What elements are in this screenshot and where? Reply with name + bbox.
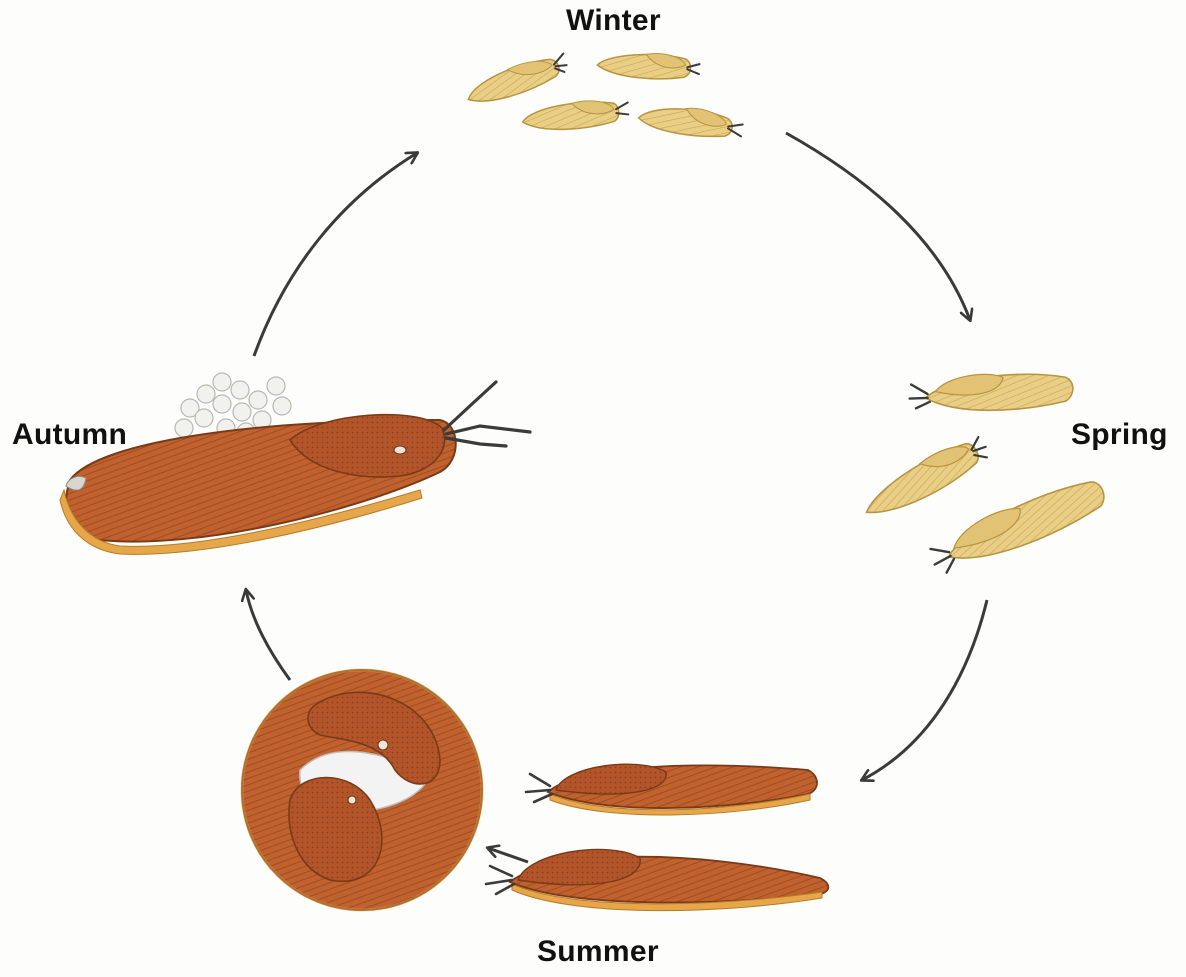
mating-slug-pair [242,670,482,910]
juvenile-slug [463,52,571,108]
adult-slug [486,849,828,910]
juvenile-slug [637,101,744,142]
juvenile-slug [522,99,629,132]
autumn-adult-slug [60,382,530,554]
season-label-summer: Summer [537,935,659,969]
arrow-autumn-to-winter [254,153,417,356]
summer-adult-slugs [486,764,828,910]
arrow-spring-to-summer [862,600,987,780]
adult-slug [526,764,817,815]
juvenile-slug [925,473,1110,579]
arrow-summer-to-autumn [246,590,290,680]
arrow-summer-to-mating [488,848,528,862]
arrow-winter-to-spring [786,133,970,320]
season-label-spring: Spring [1071,418,1168,452]
winter-juvenile-slugs [463,49,744,142]
juvenile-slug [857,431,993,525]
season-label-winter: Winter [566,4,661,38]
juvenile-slug [597,49,701,82]
spring-juvenile-slugs [857,371,1110,579]
season-label-autumn: Autumn [12,418,127,452]
juvenile-slug [909,371,1074,413]
